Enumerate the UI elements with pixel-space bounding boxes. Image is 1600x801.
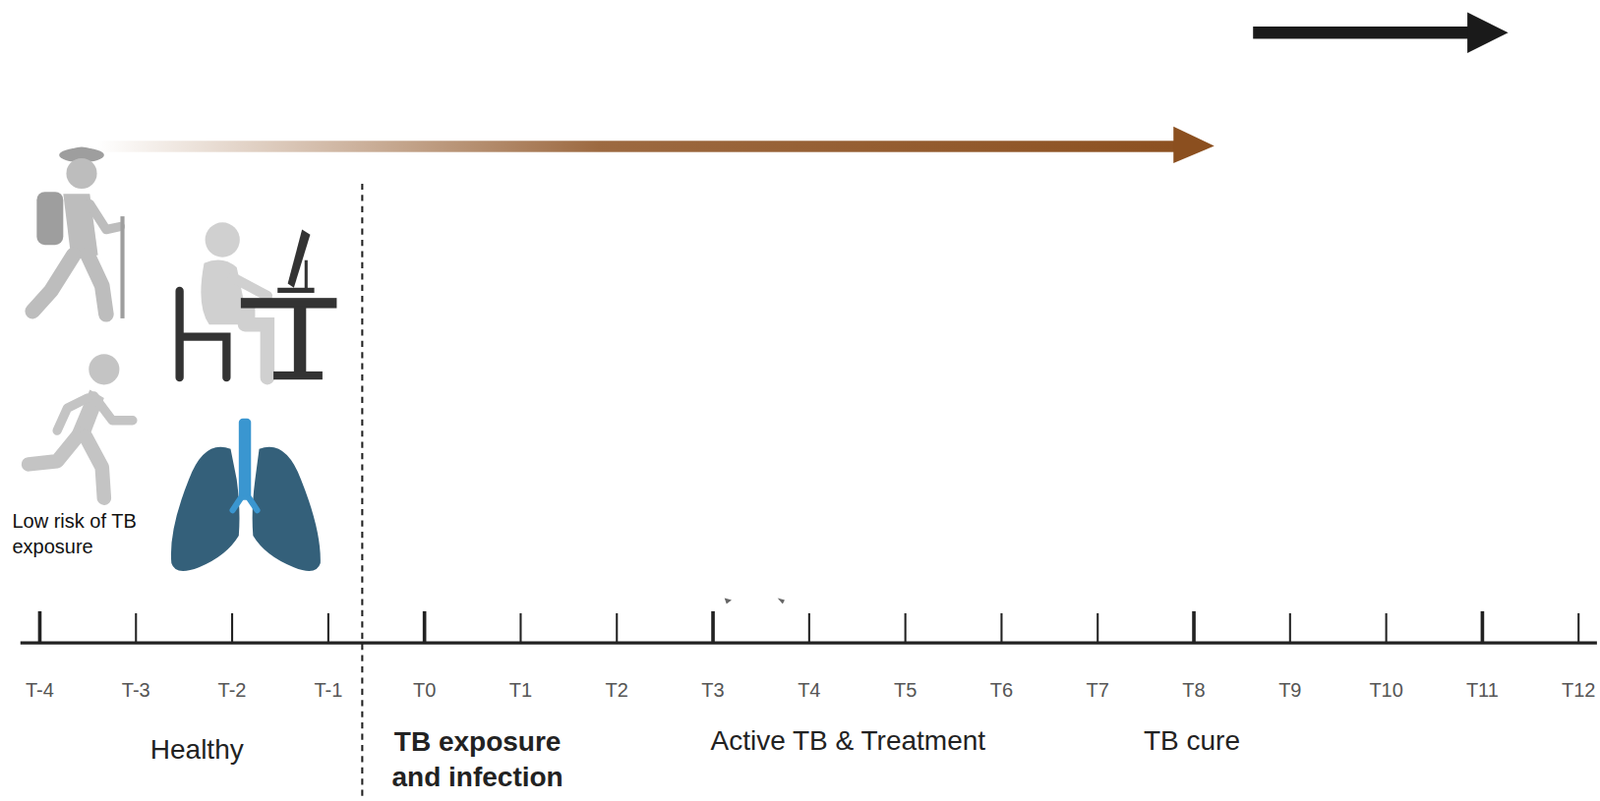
tick-label: T11: [1466, 677, 1499, 704]
tick-label: T9: [1278, 677, 1302, 704]
phase-label: TB cure: [1143, 723, 1241, 760]
tick-label: T3: [701, 677, 724, 704]
tick-mark: [38, 611, 43, 644]
tick-mark: [1385, 613, 1388, 644]
tick-mark: [1481, 611, 1485, 644]
tick-label: T-4: [25, 677, 55, 704]
dashed-divider: [360, 183, 363, 801]
tick-mark: [231, 613, 234, 644]
tick-label: T5: [893, 677, 917, 704]
tick-mark: [904, 613, 907, 644]
tick-label: T-2: [218, 677, 247, 704]
tick-mark: [1191, 611, 1196, 644]
tick-mark: [134, 613, 137, 644]
black-arrow: [1252, 11, 1508, 54]
tick-mark: [615, 613, 618, 644]
tick-label: T-1: [313, 677, 343, 704]
small-mark: [724, 597, 785, 604]
tick-mark: [422, 611, 427, 644]
tick-label: T2: [605, 677, 629, 704]
tick-mark: [808, 613, 811, 644]
tick-label: T-3: [121, 677, 151, 704]
tick-label: T7: [1086, 677, 1110, 704]
tick-mark: [519, 613, 522, 644]
tick-label: T12: [1561, 677, 1596, 704]
tick-label: T4: [797, 677, 821, 704]
phase-label: Active TB & Treatment: [710, 723, 986, 760]
tick-mark: [1000, 613, 1003, 644]
tick-label: T6: [990, 677, 1013, 704]
runner-icon: [28, 354, 133, 498]
lungs-icon: [171, 418, 321, 572]
tick-mark: [1577, 613, 1580, 644]
hiker-icon: [32, 147, 122, 319]
phase-label: Healthy: [150, 732, 244, 769]
desk-worker-icon: [179, 222, 338, 380]
tick-label: T1: [509, 677, 533, 704]
tick-mark: [327, 613, 330, 644]
tick-label: T0: [413, 677, 436, 704]
tick-mark: [1289, 613, 1292, 644]
tick-mark: [711, 611, 715, 644]
tick-label: T8: [1182, 677, 1205, 704]
timeline-ticks: [39, 611, 1579, 644]
tick-mark: [1096, 613, 1099, 644]
risk-note: Low risk of TB exposure: [11, 508, 150, 560]
brown-arrow: [97, 126, 1215, 164]
phase-label: TB exposure and infection: [379, 724, 577, 797]
tick-label: T10: [1368, 677, 1403, 704]
